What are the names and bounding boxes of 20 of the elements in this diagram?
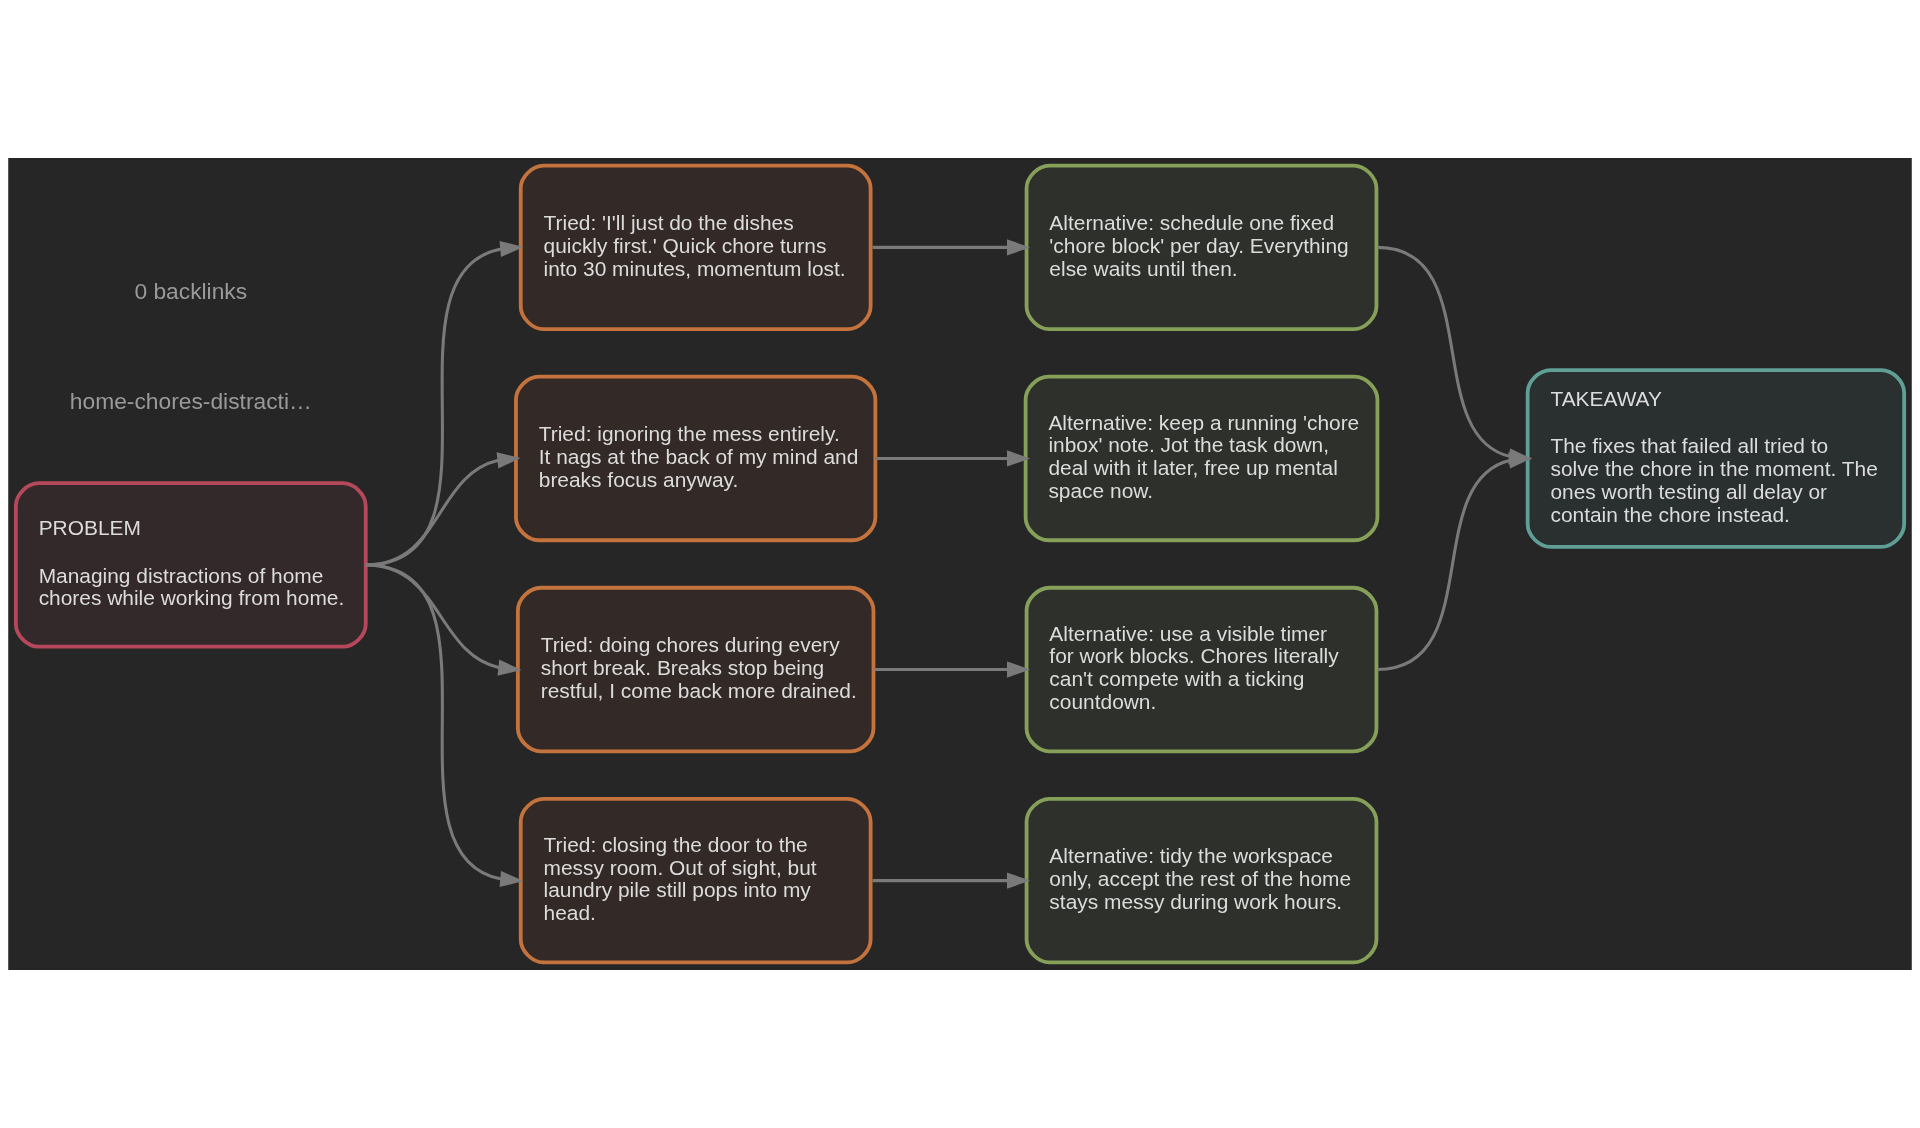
node-box: Alternative: use a visible timer for work blocks. Chores literally can't compete with a ticking countdown.	[1024, 585, 1379, 754]
node-box: Alternative: schedule one fixed 'chore block' per day. Everything else waits until then.	[1024, 163, 1379, 332]
arrow	[872, 872, 1031, 889]
label: 0 backlinks	[134, 277, 248, 304]
arrow	[365, 452, 521, 567]
node-box: Alternative: keep a running 'chore inbox' note. Jot the task down, deal with it later, free up mental space now.	[1023, 374, 1380, 543]
node-box: PROBLEM Managing distractions of home chores while working from home.	[13, 481, 368, 649]
arrow	[365, 240, 524, 567]
arrow	[875, 450, 1031, 467]
node-box: Tried: doing chores during every short break. Breaks stop being restful, I come back more drained.	[515, 585, 876, 754]
arrow	[1377, 452, 1533, 672]
arrow	[365, 563, 524, 888]
node-box: Alternative: tidy the workspace only, accept the rest of the home stays messy during work hours.	[1024, 796, 1379, 965]
node-box: Tried: ignoring the mess entirely. It nags at the back of my mind and breaks focus anyway.	[514, 374, 878, 543]
arrow	[874, 661, 1031, 678]
arrow	[872, 239, 1031, 256]
node-box: Tried: closing the door to the messy room. Out of sight, but laundry pile still pops into my head.	[518, 796, 873, 965]
node-box: TAKEAWAY The fixes that failed all tried to solve the chore in the moment. The ones worth testing all delay or contain the chore instead.	[1525, 368, 1907, 549]
label: home-chores-distracti…	[69, 388, 312, 415]
node-box: Tried: 'I'll just do the dishes quickly first.' Quick chore turns into 30 minutes, momentum lost.	[518, 163, 873, 332]
